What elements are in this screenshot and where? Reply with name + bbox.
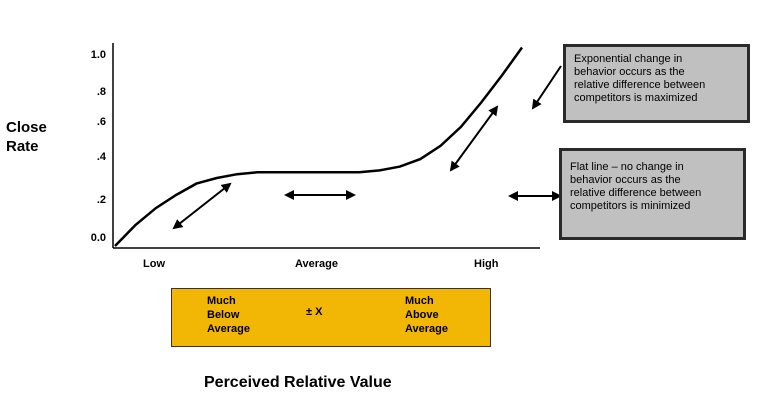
- callout-line: competitors is minimized: [570, 200, 691, 212]
- x-tick-label-low: Low: [143, 258, 165, 270]
- callout-line: behavior occurs as the: [570, 174, 681, 186]
- band-label-line: Much: [207, 295, 236, 307]
- much-above-average-label: Much Above Average: [405, 294, 448, 336]
- callout-line: behavior occurs as the: [574, 66, 685, 78]
- callout-line: relative difference between: [570, 187, 702, 199]
- band-label-line: Average: [207, 323, 251, 335]
- exponential-change-callout: Exponential change in behavior occurs as…: [563, 44, 750, 123]
- close-rate-curve: [114, 46, 524, 247]
- callout-line: relative difference between: [574, 79, 706, 91]
- y-tick-label: .2: [96, 194, 106, 206]
- band-label-line: Average: [405, 323, 449, 335]
- x-tick-label-average: Average: [295, 258, 339, 270]
- flat-line-callout: Flat line – no change in behavior occurs…: [559, 148, 746, 240]
- y-tick-label: 0.0: [90, 232, 106, 244]
- band-label-line: Much: [405, 295, 434, 307]
- arrow-high-slope: [449, 105, 499, 172]
- band-label-line: Below: [207, 309, 240, 321]
- y-axis-label-line: Close: [6, 119, 47, 136]
- callout-line: competitors is maximized: [574, 92, 698, 104]
- y-axis-label: Close Rate: [6, 118, 47, 156]
- much-below-average-label: Much Below Average: [207, 294, 250, 336]
- x-tick-label-high: High: [474, 258, 499, 270]
- y-axis-label-line: Rate: [6, 138, 39, 155]
- x-axis-title: Perceived Relative Value: [204, 374, 392, 391]
- band-label-line: Above: [405, 309, 439, 321]
- y-tick-label: .6: [96, 116, 106, 128]
- arrow-to-exponential-callout: [531, 65, 562, 110]
- relative-value-band: Much Below Average ± X Much Above Averag…: [171, 288, 491, 347]
- y-tick-label: .8: [96, 86, 106, 98]
- arrow-low-slope: [172, 182, 232, 230]
- callout-line: Flat line – no change in: [570, 161, 684, 173]
- y-tick-label: .4: [96, 151, 106, 163]
- y-tick-label: 1.0: [90, 49, 106, 61]
- callout-line: Exponential change in: [574, 53, 683, 65]
- plus-minus-x-label: ± X: [306, 306, 323, 318]
